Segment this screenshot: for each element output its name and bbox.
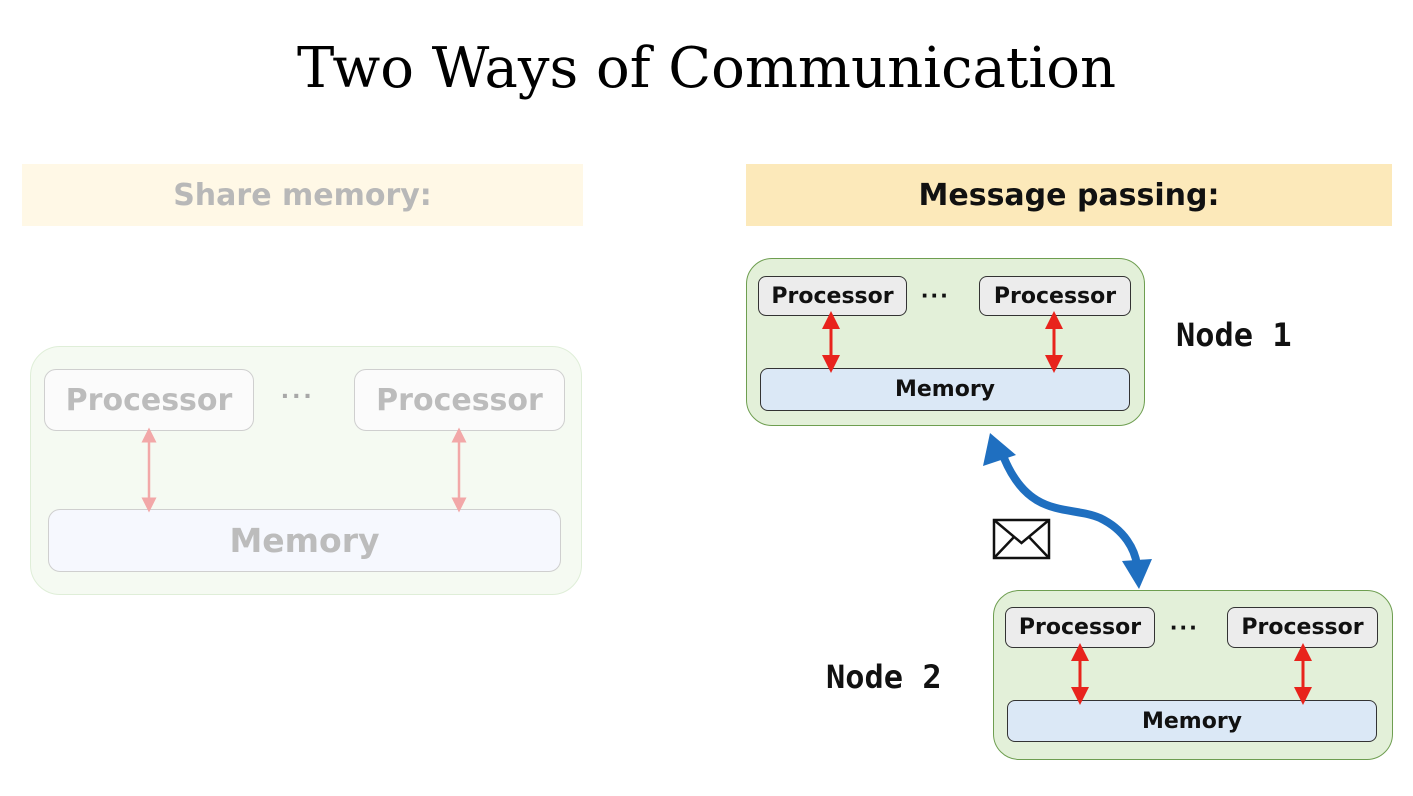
message-arrowhead-bottom [1122, 559, 1152, 589]
message-arrowhead-top [983, 433, 1016, 466]
node-2-memory: Memory [1007, 700, 1377, 742]
shared-processor-ellipsis: ··· [281, 380, 315, 411]
node-2-processor-a: Processor [1005, 607, 1155, 648]
node-2-processor-b: Processor [1227, 607, 1378, 648]
page-title: Two Ways of Communication [296, 36, 1117, 101]
node-1-processor-a: Processor [758, 276, 907, 316]
node-1-label: Node 1 [1176, 316, 1292, 354]
envelope-icon [992, 518, 1051, 560]
shared-memory-block: Memory [48, 509, 561, 572]
node-1-processor-b: Processor [979, 276, 1131, 316]
shared-processor-b: Processor [354, 369, 565, 431]
node-2-label: Node 2 [826, 658, 942, 696]
shared-processor-a: Processor [44, 369, 254, 431]
node-1-memory: Memory [760, 368, 1130, 411]
share-memory-heading: Share memory: [22, 164, 583, 226]
node-1-processor-ellipsis: ··· [921, 280, 950, 310]
node-2-processor-ellipsis: ··· [1170, 612, 1199, 642]
message-arrow [1000, 454, 1141, 569]
message-passing-heading: Message passing: [746, 164, 1392, 226]
